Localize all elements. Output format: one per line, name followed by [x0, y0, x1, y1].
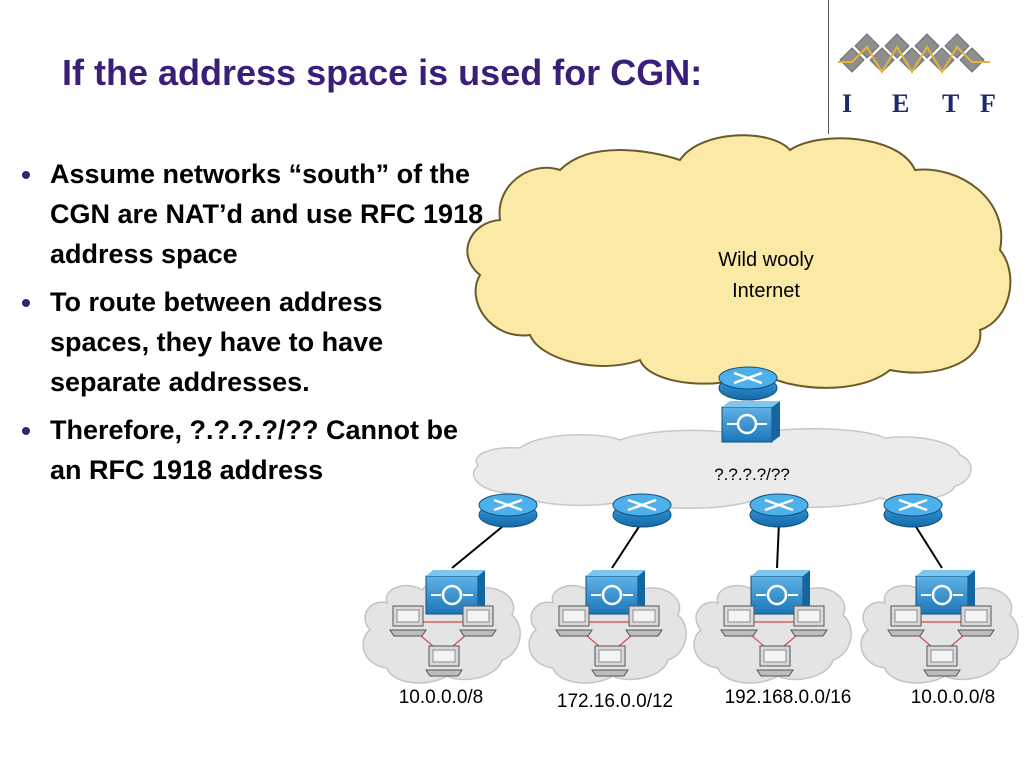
switch-top [722, 401, 780, 407]
logo-letter: I [842, 89, 852, 118]
pc-screen [562, 609, 586, 623]
subnet-label: 172.16.0.0/12 [557, 691, 673, 712]
link-line [611, 521, 643, 569]
bullet-list: Assume networks “south” of the CGN are N… [18, 154, 488, 498]
pc-keyboard-icon [756, 669, 794, 677]
pc-screen [727, 609, 751, 623]
bullet-icon [22, 427, 30, 435]
pc-keyboard-icon [720, 629, 758, 637]
switch-cycle-icon [736, 413, 758, 435]
nat-cycle-icon [441, 584, 463, 606]
pc-screen [930, 649, 954, 663]
pc-keyboard-icon [957, 629, 995, 637]
nat-switch-side [478, 570, 485, 614]
logo-diamond [839, 47, 865, 73]
subnet-label: 192.168.0.0/16 [725, 687, 852, 708]
logo-zigzag-line [838, 45, 990, 74]
pc-keyboard-icon [591, 669, 629, 677]
internet-cloud-label: Internet [732, 280, 800, 302]
subnet-group [528, 493, 687, 684]
pc-keyboard-icon [425, 669, 463, 677]
router-arrows-icon [733, 371, 763, 385]
pc-screen [894, 609, 918, 623]
slide-title: If the address space is used for CGN: [62, 52, 703, 93]
pc-keyboard-icon [555, 629, 593, 637]
bullet-icon [22, 299, 30, 307]
internet-cloud: Wild wooly Internet [466, 134, 1012, 389]
pc-keyboard-icon [790, 629, 828, 637]
subnet-label: 10.0.0.0/8 [399, 687, 484, 708]
nat-switch-top [916, 570, 975, 576]
subnet-group [693, 493, 852, 684]
router-arrows-icon [493, 498, 523, 512]
subnet-label: 10.0.0.0/8 [911, 687, 996, 708]
bullet-icon [22, 171, 30, 179]
router-arrows-icon [764, 498, 794, 512]
internet-cloud-shape [466, 134, 1012, 389]
nat-cycle-icon [931, 584, 953, 606]
logo-letter: F [980, 89, 996, 118]
pc-screen [763, 649, 787, 663]
bullet-text: Therefore, ?.?.?.?/?? Cannot be an RFC 1… [50, 415, 458, 485]
nat-switch-top [586, 570, 645, 576]
logo-diamond [959, 47, 985, 73]
nat-switch-top [426, 570, 485, 576]
bullet-item: Assume networks “south” of the CGN are N… [18, 154, 488, 274]
logo-letter: E [892, 89, 909, 118]
pc-screen [396, 609, 420, 623]
link-line [451, 521, 509, 569]
router-arrows-icon [627, 498, 657, 512]
subnet-groups [362, 493, 1019, 684]
subnet-group [860, 493, 1019, 684]
pc-keyboard-icon [887, 629, 925, 637]
cgn-switch [721, 401, 780, 443]
pc-keyboard-icon [923, 669, 961, 677]
bullet-item: Therefore, ?.?.?.?/?? Cannot be an RFC 1… [18, 410, 488, 490]
logo-letter: T [942, 89, 959, 118]
pc-keyboard-icon [389, 629, 427, 637]
bullet-text: Assume networks “south” of the CGN are N… [50, 159, 484, 269]
internet-cloud-label: Wild wooly [718, 249, 814, 271]
pc-keyboard-icon [459, 629, 497, 637]
pc-keyboard-icon [625, 629, 663, 637]
switch-side [772, 401, 780, 442]
subnet-group [362, 493, 538, 684]
bullet-item: To route between address spaces, they ha… [18, 282, 488, 402]
pc-screen [797, 609, 821, 623]
nat-switch-side [638, 570, 645, 614]
pc-screen [432, 649, 456, 663]
link-line [912, 521, 943, 569]
router-arrows-icon [898, 498, 928, 512]
cgn-router [718, 366, 778, 401]
pc-screen [598, 649, 622, 663]
bullet-text: To route between address spaces, they ha… [50, 287, 384, 397]
nat-cycle-icon [601, 584, 623, 606]
nat-cycle-icon [766, 584, 788, 606]
pc-screen [964, 609, 988, 623]
nat-switch-side [968, 570, 975, 614]
link-line [776, 521, 780, 569]
nat-switch-top [751, 570, 810, 576]
pc-screen [466, 609, 490, 623]
pc-screen [632, 609, 656, 623]
nat-switch-side [803, 570, 810, 614]
header-divider [828, 0, 829, 134]
cgn-cloud-label: ?.?.?.?/?? [714, 465, 790, 484]
